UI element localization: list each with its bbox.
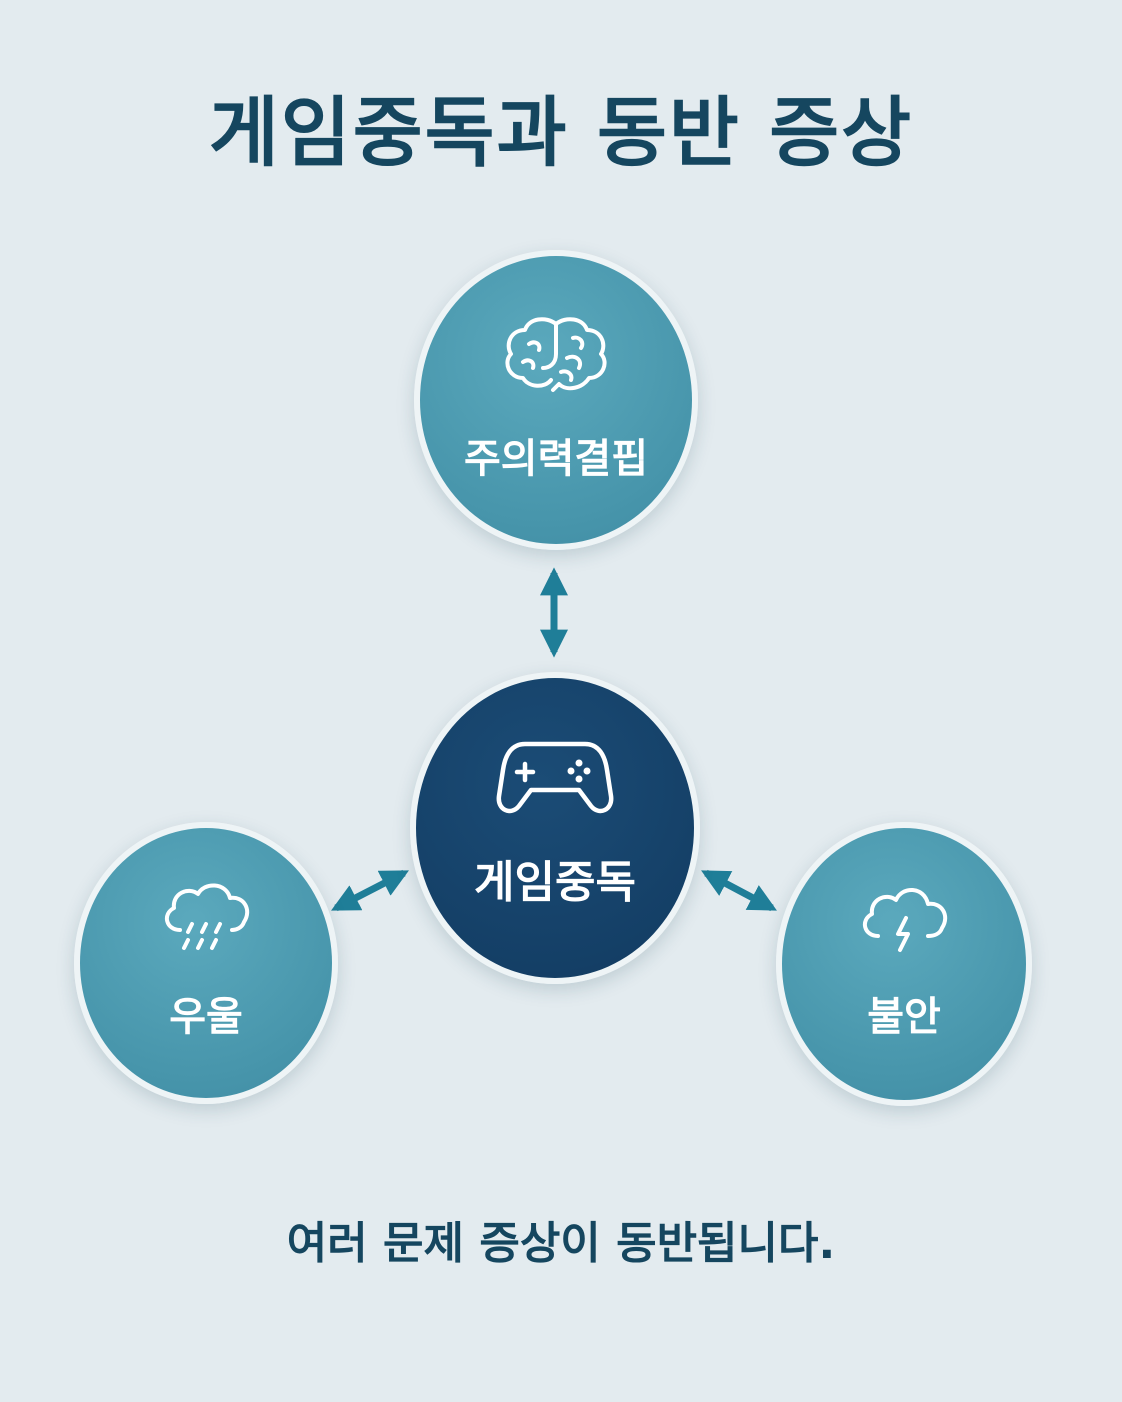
node-anxiety: 불안 [776,822,1032,1106]
gamepad-icon [496,741,614,814]
node-label-depression: 우울 [169,994,243,1040]
node-depression: 우울 [74,822,338,1104]
node-label-center: 게임중독 [474,857,636,908]
storm-cloud-icon [862,888,948,952]
node-label-attention: 주의력결핍 [464,436,648,482]
brain-icon [505,317,607,392]
arrow-center-to-depression [331,869,409,912]
node-attention-deficit: 주의력결핍 [414,250,698,550]
page-title: 게임중독과 동반 증상 [208,88,914,177]
node-game-addiction: 게임중독 [410,672,700,984]
arrow-center-to-anxiety [701,869,777,912]
node-label-anxiety: 불안 [867,994,941,1040]
rain-cloud-icon [164,883,250,950]
footer-caption: 여러 문제 증상이 동반됩니다. [286,1218,836,1269]
